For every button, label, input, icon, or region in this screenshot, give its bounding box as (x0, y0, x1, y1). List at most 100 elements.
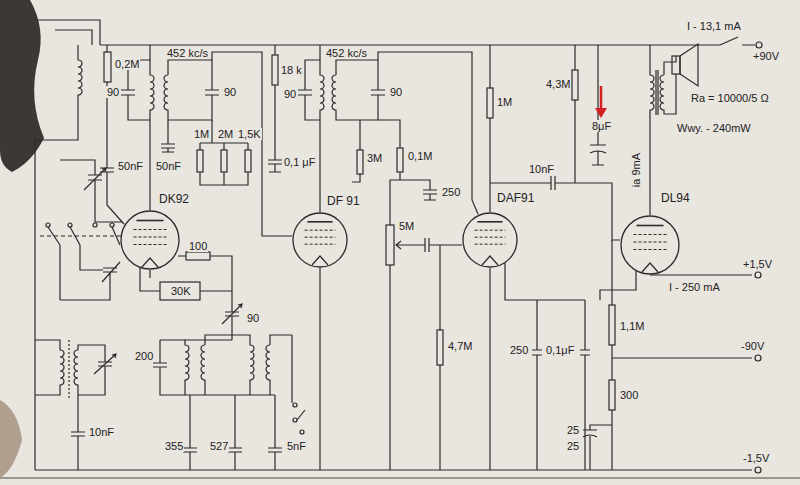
schematic-stroke (680, 44, 698, 86)
component-value: 3M (366, 152, 383, 164)
schematic-stroke (46, 223, 50, 227)
schematic-stroke (161, 120, 175, 152)
component-value: Wwy. - 240mW (676, 122, 752, 134)
component-value: 355 (164, 440, 184, 452)
schematic-stroke (268, 395, 282, 470)
schematic-stroke (164, 60, 219, 120)
schematic-stroke (300, 430, 304, 434)
tube-filament (482, 256, 498, 265)
tube-grid (634, 242, 667, 243)
tube-anode (307, 221, 332, 223)
schematic-stroke (0, 477, 800, 479)
component-value: I - 250 mA (668, 281, 721, 293)
component-value: 30K (170, 285, 192, 297)
tube-filament (142, 258, 158, 267)
tube-filament (312, 256, 328, 265)
schematic-stroke (386, 225, 394, 265)
schematic-stroke (183, 395, 197, 470)
component-value: 18 k (280, 64, 303, 76)
schematic-stroke (298, 45, 320, 120)
vacuum-tube: DK92 (120, 210, 180, 270)
component-value: 250 (441, 186, 461, 198)
schematic-stroke (221, 150, 227, 172)
tube-filament (642, 263, 658, 272)
tube-anode (637, 225, 664, 227)
schematic-stroke (100, 45, 124, 224)
schematic-stroke (100, 37, 755, 45)
schematic-stroke (439, 245, 440, 470)
vacuum-tube: DAF91 (462, 212, 518, 268)
tube-type-label: DK92 (158, 193, 190, 206)
schematic-stroke (178, 256, 239, 340)
tube-grid (134, 244, 167, 245)
schematic-stroke (110, 223, 114, 227)
schematic-stroke (755, 467, 761, 473)
schematic-stroke (609, 305, 615, 345)
schematic-stroke (293, 418, 297, 422)
component-value: 0,1 μF (283, 156, 316, 168)
schematic-stroke (185, 340, 232, 395)
schematic-stroke (609, 380, 615, 410)
schematic-stroke (93, 223, 97, 227)
red-marker-arrow (595, 86, 607, 118)
schematic-stroke (68, 223, 72, 227)
component-value: -1,5V (742, 452, 770, 464)
component-value: 90 (106, 86, 120, 98)
tube-grid (134, 237, 167, 238)
schematic-stroke (656, 70, 658, 115)
component-value: 90 (389, 86, 403, 98)
component-value: 1M (496, 96, 513, 108)
schematic-stroke (121, 45, 150, 120)
component-value: 1,5K (237, 128, 262, 140)
component-value: 4,7M (447, 340, 473, 352)
schematic-stroke (68, 340, 69, 400)
schematic-stroke (650, 274, 752, 275)
schematic-stroke (755, 355, 761, 361)
schematic-stroke (490, 45, 620, 240)
tube-type-label: DF 91 (326, 195, 361, 208)
component-value: 90 (283, 88, 297, 100)
schematic-stroke (574, 45, 575, 183)
schematic-stroke (320, 60, 324, 212)
schematic-stroke (487, 88, 493, 118)
component-value: 10nF (528, 163, 555, 175)
component-value: 25 (566, 440, 580, 452)
tube-grid (634, 249, 667, 250)
schematic-stroke (266, 335, 292, 395)
schematic-stroke (228, 395, 242, 470)
tube-envelope (121, 211, 179, 269)
component-value: 452 kc/s (325, 47, 368, 59)
component-value: 0,2M (114, 58, 140, 70)
schematic-stroke (505, 263, 590, 470)
component-value: 25 (566, 424, 580, 436)
wires (35, 20, 762, 473)
component-value: 90 (246, 312, 260, 324)
tube-grid (475, 230, 506, 231)
schematic-stroke (197, 150, 203, 172)
schematic-stroke (672, 56, 680, 74)
schematic-stroke (756, 42, 762, 48)
schematic-stroke (40, 235, 122, 236)
component-value: 100 (188, 240, 208, 252)
schematic-stroke (150, 60, 154, 210)
schematic-stroke (0, 400, 22, 478)
schematic-stroke (595, 108, 607, 118)
tube-grid (475, 237, 506, 238)
schematic-stroke (35, 469, 752, 470)
component-value: 50nF (117, 160, 144, 172)
schematic-stroke (293, 403, 297, 407)
schematic-stroke (150, 268, 636, 470)
schematic-stroke (94, 354, 116, 374)
schematic-stroke (0, 0, 44, 172)
schematic-stroke (84, 168, 106, 190)
tube-envelope (463, 213, 517, 267)
tube-envelope (621, 216, 679, 274)
schematic-stroke (755, 272, 761, 278)
component-value: +1,5V (742, 258, 773, 270)
tube-symbol (120, 210, 180, 270)
tube-envelope (293, 213, 347, 267)
component-value: -90V (740, 340, 765, 352)
component-value: 90 (223, 86, 237, 98)
schematic-stroke (332, 60, 385, 120)
